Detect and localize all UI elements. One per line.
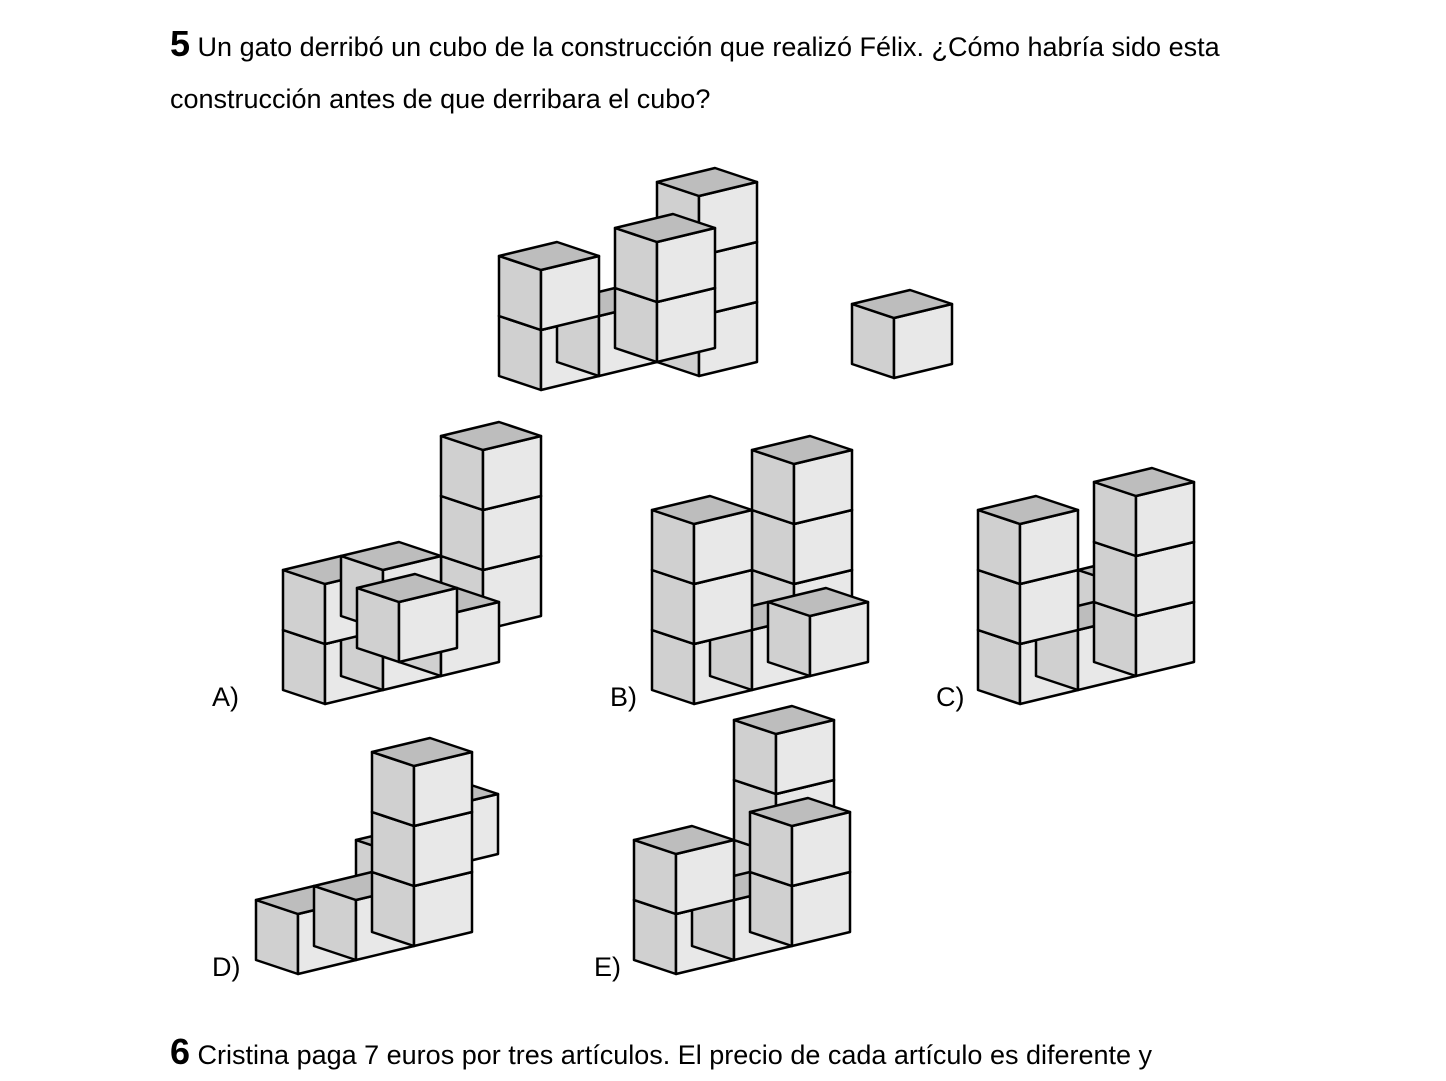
option-b-label[interactable]: B) [610, 682, 637, 712]
question-5-number: 5 [170, 23, 191, 64]
option-a-figure [281, 420, 543, 706]
option-d-figure [254, 736, 500, 976]
original-construction [497, 166, 759, 392]
option-e-figure [632, 704, 852, 976]
question-6-number: 6 [170, 1031, 191, 1072]
option-e-label[interactable]: E) [594, 952, 621, 982]
question-5: 5 Un gato derribó un cubo de la construc… [170, 18, 1320, 125]
option-c-label[interactable]: C) [936, 682, 965, 712]
option-a-label[interactable]: A) [212, 682, 239, 712]
option-b-figure [650, 434, 870, 706]
question-6: 6 Cristina paga 7 euros por tres artícul… [170, 1026, 1320, 1081]
question-5-text: Un gato derribó un cubo de la construcci… [170, 32, 1220, 114]
fallen-cube [850, 288, 954, 380]
option-c-figure [976, 466, 1196, 706]
question-6-text: Cristina paga 7 euros por tres artículos… [197, 1040, 1153, 1070]
option-d-label[interactable]: D) [212, 952, 241, 982]
